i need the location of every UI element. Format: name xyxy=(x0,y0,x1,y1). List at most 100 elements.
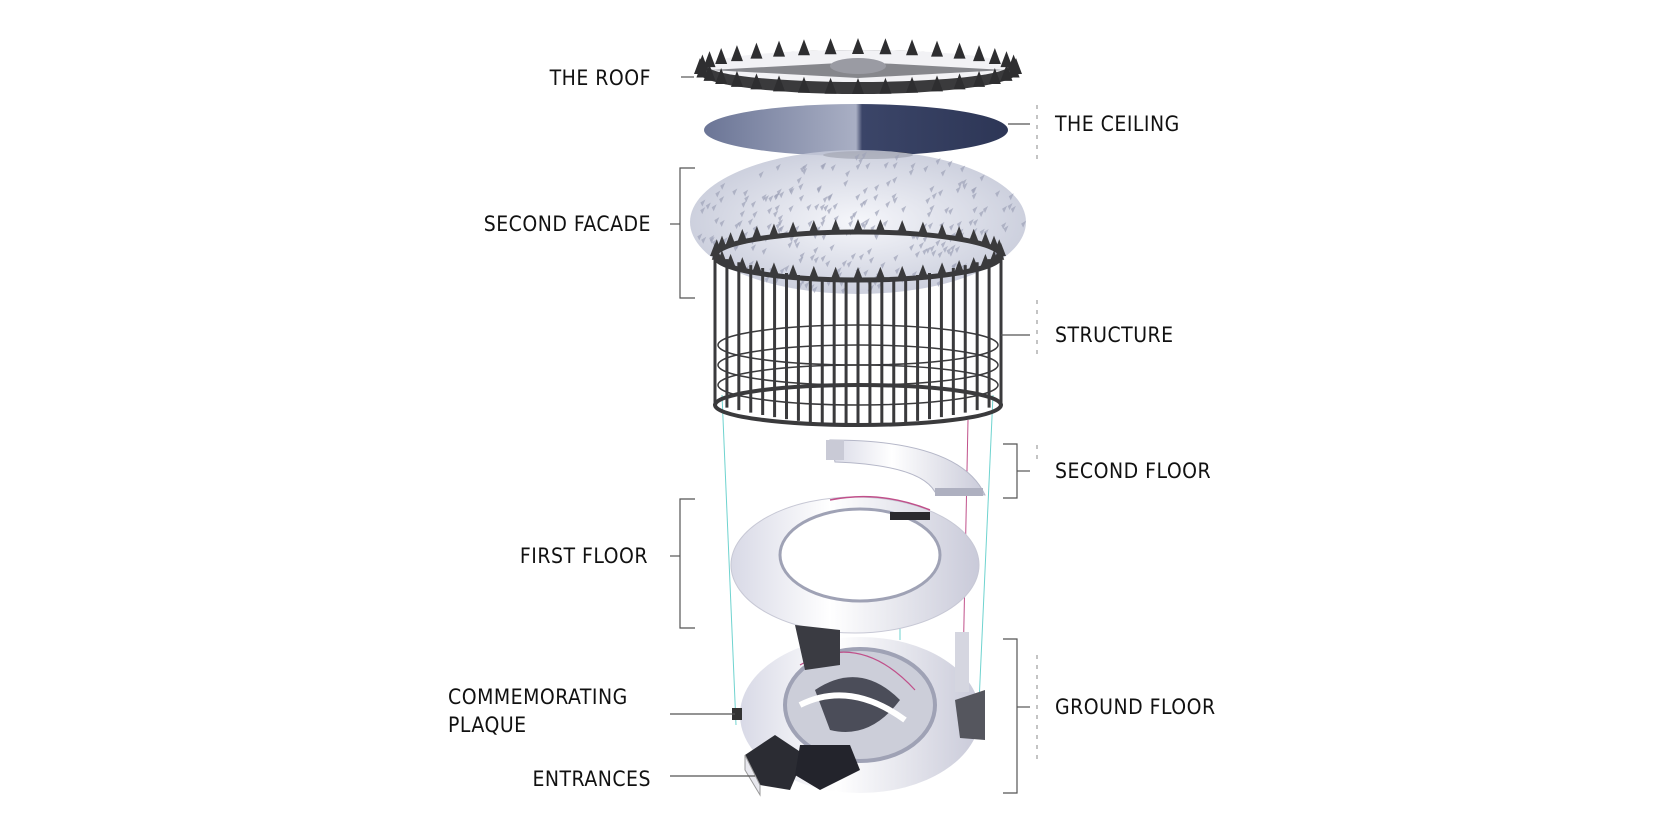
facade-fleck xyxy=(862,187,868,195)
facade-fleck xyxy=(1008,193,1014,201)
structure-tooth xyxy=(989,250,1000,264)
facade-fleck xyxy=(697,233,703,241)
facade-fleck xyxy=(942,245,948,253)
facade-fleck xyxy=(739,210,745,218)
roof-tooth xyxy=(1000,51,1013,68)
roof-tooth xyxy=(750,73,763,90)
structure-tooth xyxy=(853,219,863,232)
facade-fleck xyxy=(908,168,914,176)
facade-fleck xyxy=(807,220,813,228)
facade-fleck xyxy=(804,281,810,289)
facade-fleck xyxy=(951,262,957,270)
facade-fleck xyxy=(923,165,929,173)
facade-fleck xyxy=(795,241,801,249)
facade-fleck xyxy=(829,244,835,252)
facade-fleck xyxy=(820,162,826,170)
roof-tooth xyxy=(1000,64,1013,81)
label-plaque-line1: COMMEMORATING xyxy=(448,685,628,709)
structure-tooth xyxy=(853,267,863,280)
structure-tooth xyxy=(968,228,979,242)
facade-fleck xyxy=(820,219,826,227)
facade-fleck xyxy=(854,153,860,161)
facade-fleck xyxy=(773,210,779,218)
facade-fleck xyxy=(799,194,805,202)
facade-fleck xyxy=(937,251,943,259)
facade-fleck xyxy=(979,228,985,236)
structure-tooth xyxy=(875,266,886,280)
facade-fleck xyxy=(810,254,816,262)
facade-fleck xyxy=(940,169,946,177)
facade-fleck xyxy=(802,167,808,175)
facade-fleck xyxy=(861,151,867,159)
roof-tooth xyxy=(824,38,837,55)
facade-fleck xyxy=(865,162,871,170)
facade-fleck xyxy=(925,197,931,205)
facade-fleck xyxy=(950,244,956,252)
facade-fleck xyxy=(938,189,944,197)
facade-fleck xyxy=(766,223,772,231)
facade-fleck xyxy=(960,165,966,173)
facade-fleck xyxy=(1021,220,1027,228)
roof-tooth xyxy=(797,76,810,93)
facade-fleck xyxy=(700,207,706,215)
structure-tooth xyxy=(980,253,991,267)
facade-fleck xyxy=(752,211,758,219)
facade-fleck xyxy=(813,256,819,264)
first-floor-model xyxy=(730,495,980,634)
roof-tooth xyxy=(750,42,763,59)
structure-tooth xyxy=(725,253,736,267)
roof-tooth xyxy=(1007,54,1020,71)
facade-fleck xyxy=(928,222,934,230)
structure-tooth xyxy=(917,264,928,278)
facade-fleck xyxy=(862,222,868,230)
facade-fleck xyxy=(855,162,861,170)
facade-fleck xyxy=(773,193,779,201)
roof-tooth xyxy=(797,39,810,56)
roof-tooth xyxy=(931,40,943,57)
structure-tooth xyxy=(737,257,748,271)
facade-fleck xyxy=(715,190,721,198)
facade-fleck xyxy=(788,186,794,194)
facade-fleck xyxy=(778,214,784,222)
label-entrances: ENTRANCES xyxy=(532,767,651,791)
facade-fleck xyxy=(922,248,928,256)
structure-tooth xyxy=(994,239,1005,253)
structure-tooth xyxy=(994,246,1005,260)
facade-fleck xyxy=(846,260,852,268)
roof-tooth xyxy=(715,68,728,84)
facade-fleck xyxy=(843,179,849,187)
structure-tooth xyxy=(808,265,819,279)
roof-tooth xyxy=(852,38,864,54)
structure-tooth xyxy=(968,257,979,271)
facade-fleck xyxy=(961,178,967,186)
facade-fleck xyxy=(859,253,865,261)
structure-tooth xyxy=(737,228,748,242)
facade-fleck xyxy=(931,249,937,257)
facade-fleck xyxy=(705,202,711,210)
facade-fleck xyxy=(775,163,781,171)
facade-fleck xyxy=(915,251,921,259)
facade-fleck xyxy=(892,196,898,204)
facade-fleck xyxy=(894,153,900,161)
facade-fleck xyxy=(775,222,781,230)
roof-tooth xyxy=(988,48,1001,64)
facade-fleck xyxy=(925,246,931,254)
roof-tooth xyxy=(879,77,892,94)
label-first-floor: FIRST FLOOR xyxy=(519,544,648,568)
facade-fleck xyxy=(812,286,818,294)
facade-fleck xyxy=(712,239,718,247)
facade-fleck xyxy=(1010,205,1016,213)
roof-tooth xyxy=(730,45,743,62)
facade-fleck xyxy=(789,187,795,195)
facade-fleck xyxy=(883,219,889,227)
roof-tooth xyxy=(879,38,892,55)
structure-tooth xyxy=(897,220,908,234)
facade-fleck xyxy=(830,164,836,172)
facade-fleck xyxy=(957,180,963,188)
facade-fleck xyxy=(935,239,941,247)
facade-fleck xyxy=(892,161,898,169)
roof-tooth xyxy=(988,68,1001,84)
facade-fleck xyxy=(743,189,749,197)
facade-fleck xyxy=(971,192,977,200)
facade-fleck xyxy=(701,236,707,244)
